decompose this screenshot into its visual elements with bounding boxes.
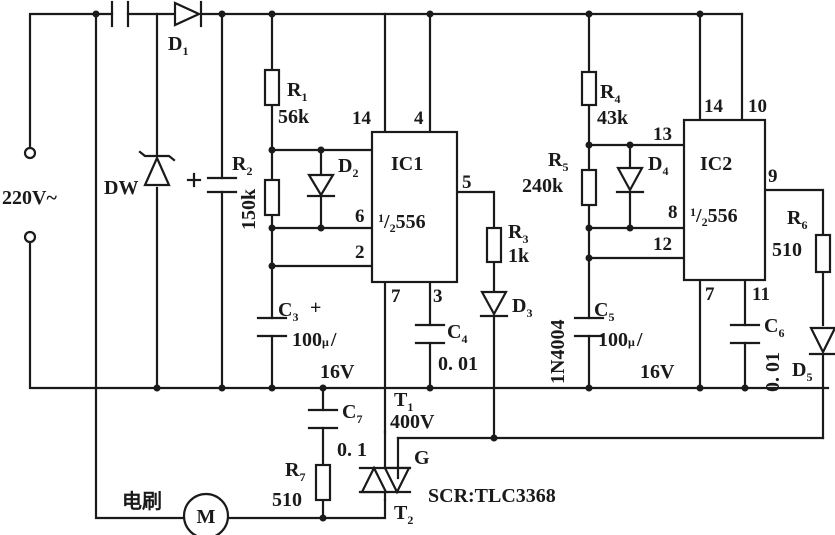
ic2-pin-13: 13 [653,124,672,145]
r4-value: 43k [597,107,629,129]
ic2-chip [682,118,767,282]
ic2-pin-11: 11 [752,284,770,305]
c3-capacitor-symbol [256,316,288,338]
r3-value: 1k [508,245,530,267]
r6-resistor-symbol [814,233,832,274]
r3-label: R3 [508,221,528,246]
triac-symbol [358,430,412,502]
r5-label: R5 [548,149,568,174]
motor-letter: M [197,506,216,528]
ic2-pin-9: 9 [768,166,778,187]
ic1-pin-4: 4 [414,108,424,129]
ic2-pin-14: 14 [704,96,724,117]
r2-label: R2 [232,153,252,178]
ic1-pin-6: 6 [355,206,365,227]
junction-dots [92,10,749,522]
r6-value: 510 [772,239,802,261]
r1-value: 56k [278,106,310,128]
ic1-pin-14: 14 [352,108,372,129]
ic1-pin-7: 7 [391,286,401,307]
c3-plus: + [310,297,321,319]
motor-caption: 电刷 [122,490,162,513]
c3-value: 100μ/ [292,329,337,351]
r1-label: R1 [287,79,307,104]
ic1-pin-2: 2 [355,242,365,263]
c4-value: 0. 01 [438,353,478,375]
filter-capacitor-symbol [186,172,238,194]
d2-diode-symbol [306,173,336,198]
d1-diode-symbol [173,0,203,28]
series-capacitor-symbol [110,0,130,28]
d1-label: D1 [168,33,188,58]
ic1-part: 1/2556 [378,211,426,235]
c7-capacitor-symbol [307,408,339,430]
motor-symbol [182,492,230,535]
d5-diode-symbol [808,326,835,356]
diode-part-number: 1N4004 [547,320,569,384]
scr-name: SCR:TLC3368 [428,485,556,507]
r6-label: R6 [787,207,807,232]
r7-label: R7 [285,459,305,484]
scr-rating: 400V [390,411,435,433]
c7-label: C7 [342,401,362,426]
d4-diode-symbol [615,166,645,194]
r2-value: 150k [238,188,260,230]
c6-value: 0. 01 [762,352,784,392]
ic1-chip [370,130,459,284]
ic2-name: IC2 [700,153,732,175]
r5-resistor-symbol [580,168,598,207]
d3-label: D3 [512,295,532,320]
c3-voltage: 16V [320,361,355,383]
d5-label: D5 [792,359,812,384]
zener-label: DW [104,177,138,199]
c3-label: C3 [278,299,298,324]
c5-value: 100μ/ [598,329,643,351]
ic2-pin-12: 12 [653,234,672,255]
r2-resistor-symbol [263,178,281,217]
d4-label: D4 [648,153,668,178]
ic2-pin-10: 10 [748,96,767,117]
d2-label: D2 [338,155,358,180]
c5-capacitor-symbol [573,316,605,338]
c7-value: 0. 1 [337,439,367,461]
scr-gate: G [414,447,430,469]
r4-label: R4 [600,81,620,106]
supply-voltage: 220V~ [2,187,57,209]
c4-capacitor-symbol [414,323,446,345]
r7-value: 510 [272,489,302,511]
r5-value: 240k [522,175,564,197]
r3-resistor-symbol [485,226,503,264]
c5-label: C5 [594,299,614,324]
scr-t2: T2 [394,502,413,527]
supply-terminals [23,146,37,244]
ic1-name: IC1 [391,153,423,175]
c6-label: C6 [764,315,784,340]
scr-t1: T1 [394,389,413,414]
ic2-pin-8: 8 [668,202,678,223]
d3-diode-symbol [479,290,509,318]
zener-diode-symbol [138,150,176,187]
ic1-pin-5: 5 [462,172,472,193]
r4-resistor-symbol [580,70,598,107]
ic2-part: 1/2556 [690,205,738,229]
r1-resistor-symbol [263,68,281,107]
c6-capacitor-symbol [729,323,761,345]
r7-resistor-symbol [314,463,332,502]
c5-voltage: 16V [640,361,675,383]
c4-label: C4 [447,321,467,346]
ic2-pin-7: 7 [705,284,715,305]
ic1-pin-3: 3 [433,286,443,307]
